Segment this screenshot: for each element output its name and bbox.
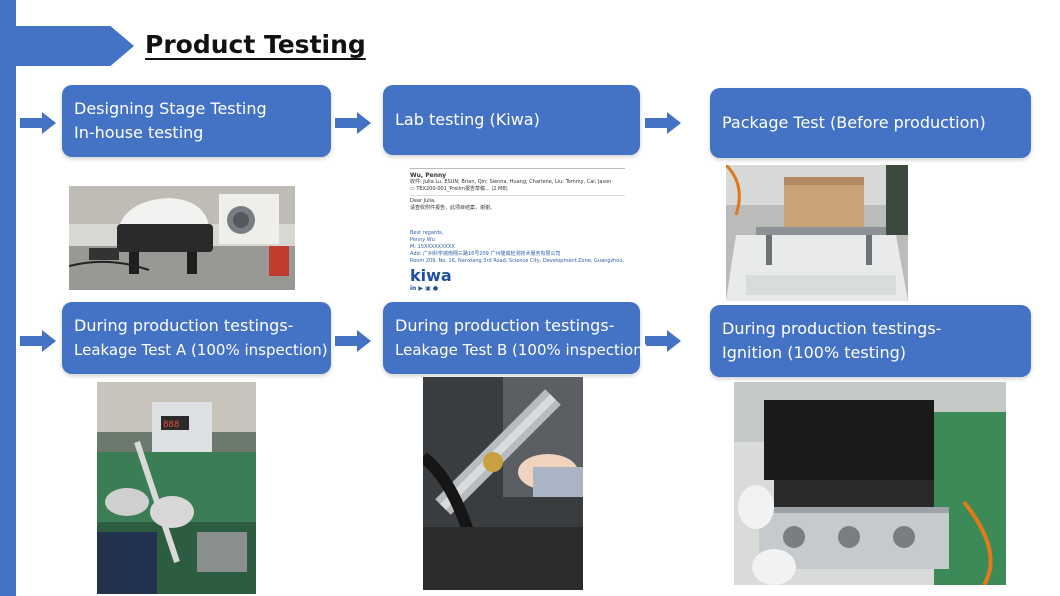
email-signature-name: Penny Wu [410,237,435,243]
email-signature-address: Room 209, No. 16, Nanxiang 3rd Road, Sci… [410,258,625,264]
email-recipients: 收件: Julia Lu, ESUN; Brian, Qin; Sienna, … [410,179,612,185]
email-signature-company: Add: 广州科学城南翔三路16号209 广州隆威检测技术服务有限公司 [410,251,561,257]
photo-designing-stage-test [69,186,295,290]
email-body: 请查收附件报告，此项目结案，谢谢。 [410,205,496,211]
step-lab-testing: Lab testing (Kiwa) [383,85,640,155]
right-arrow-icon [645,330,681,352]
photo-leakage-test-a: 888 [97,382,256,594]
title-arrow-tab [16,26,134,66]
step-package-test: Package Test (Before production) [710,88,1031,158]
step-ignition-test: During production testings- Ignition (10… [710,305,1031,377]
right-arrow-icon [20,330,56,352]
step-leakage-test-a: During production testings- Leakage Test… [62,302,331,374]
left-accent-bar [0,0,16,596]
photo-ignition-test [734,382,1006,585]
email-sender: Wu, Penny [410,172,447,179]
attachment-size: (2 MB) [491,186,508,192]
photo-leakage-test-b [423,377,583,590]
step-leakage-test-b: During production testings- Leakage Test… [383,302,649,374]
lab-report-email: Wu, Penny 收件: Julia Lu, ESUN; Brian, Qin… [410,166,625,292]
kiwa-logo: kiwa [410,266,452,285]
email-attachment: ▭ TEX200-001_Prelim报告草稿... (2 MB) [410,186,508,192]
step-label-line1: Package Test (Before production) [722,113,986,132]
step-label-line2: In-house testing [74,123,204,142]
step-label-line1: During production testings- [74,316,294,335]
step-label-line1: Designing Stage Testing [74,99,267,118]
right-arrow-icon [335,330,371,352]
svg-text:888: 888 [163,420,179,430]
attachment-name: TEX200-001_Prelim报告草稿... [416,186,490,192]
step-label-line1: During production testings- [722,319,942,338]
right-arrow-icon [645,112,681,134]
step-designing-stage-testing: Designing Stage Testing In-house testing [62,85,331,157]
email-greeting: Dear Julia, [410,198,436,204]
step-label-line2: Ignition (100% testing) [722,343,906,362]
email-regards: Best regards, [410,230,444,236]
step-label-line2: Leakage Test A (100% inspection) [74,341,328,359]
right-arrow-icon [20,112,56,134]
photo-package-test [726,165,908,301]
email-signature-mobile: M: 15XXXXXXXXX [410,244,455,250]
social-icons: in ▶ ▣ ● [410,285,439,292]
step-label-line1: Lab testing (Kiwa) [395,110,540,129]
step-label-line2: Leakage Test B (100% inspection) [395,341,649,359]
page-title: Product Testing [145,30,366,59]
step-label-line1: During production testings- [395,316,615,335]
right-arrow-icon [335,112,371,134]
